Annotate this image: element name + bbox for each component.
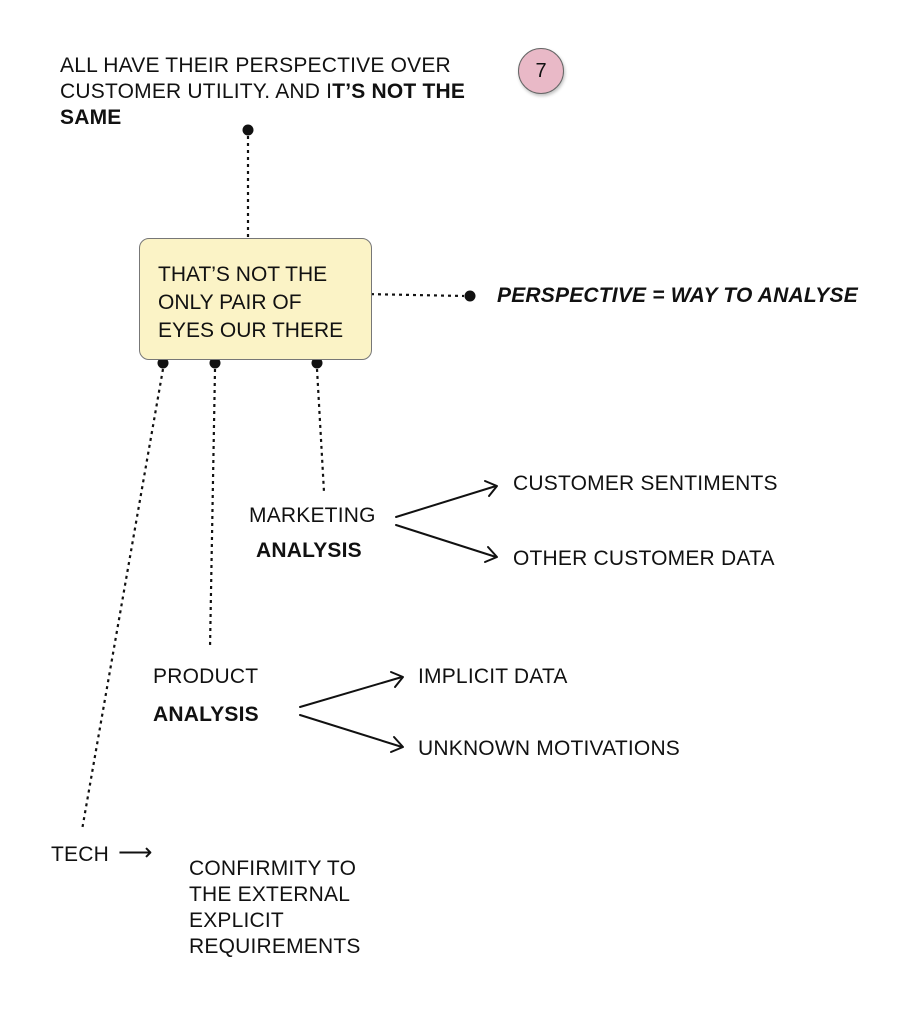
marketing-arrowhead-2	[484, 546, 498, 563]
header-anchor-dot	[242, 124, 254, 136]
product-connector	[208, 368, 217, 649]
perspective-connector	[363, 292, 465, 298]
central-note-line-3: EYES OUR THERE	[158, 319, 344, 342]
marketing-analysis-label: ANALYSIS	[256, 539, 362, 562]
product-output-2: UNKNOWN MOTIVATIONS	[418, 737, 681, 760]
marketing-output-1: CUSTOMER SENTIMENTS	[513, 472, 778, 495]
tech-output-line-3: EXPLICIT	[189, 909, 284, 932]
product-anchor-dot	[209, 357, 221, 369]
tech-label: TECH	[51, 843, 109, 866]
tech-arrow-icon: ⟶	[118, 839, 153, 866]
header-note-line-3: SAME	[60, 106, 122, 129]
product-arrowhead-2	[390, 736, 404, 753]
header-note-line-2: CUSTOMER UTILITY. AND IT’S NOT THE	[60, 79, 465, 105]
product-arrow-1	[299, 676, 403, 708]
tech-output-line-4: REQUIREMENTS	[189, 935, 361, 958]
tech-output-line-1: CONFIRMITY TO	[189, 857, 357, 880]
marketing-label: MARKETING	[249, 504, 376, 527]
tech-anchor-dot	[157, 357, 169, 369]
product-analysis-label: ANALYSIS	[153, 703, 259, 726]
marketing-connector	[315, 368, 326, 493]
central-sticky-note: THAT’S NOT THE ONLY PAIR OF EYES OUR THE…	[139, 238, 372, 360]
tech-output-line-2: THE EXTERNAL	[189, 883, 351, 906]
header-note-line-2-plain: CUSTOMER UTILITY. AND I	[60, 80, 333, 103]
header-note-line-1: ALL HAVE THEIR PERSPECTIVE OVER	[60, 54, 451, 77]
central-note-line-1: THAT’S NOT THE	[158, 263, 328, 286]
central-note-text: THAT’S NOT THE ONLY PAIR OF EYES OUR THE…	[158, 261, 343, 345]
header-note-line-2-bold: T’S NOT THE	[332, 80, 466, 103]
product-arrow-2	[299, 714, 403, 748]
product-output-1: IMPLICIT DATA	[418, 665, 568, 688]
marketing-arrow-1	[395, 485, 497, 518]
perspective-label: PERSPECTIVE = WAY TO ANALYSE	[497, 284, 858, 307]
marketing-arrow-2	[395, 524, 497, 558]
perspective-anchor-dot	[464, 290, 476, 302]
marketing-arrowhead-1	[484, 480, 498, 497]
marketing-output-2: OTHER CUSTOMER DATA	[513, 547, 775, 570]
step-number-badge: 7	[518, 48, 564, 94]
marketing-anchor-dot	[311, 357, 323, 369]
central-note-line-2: ONLY PAIR OF	[158, 291, 302, 314]
product-arrowhead-1	[390, 671, 404, 688]
tech-connector	[80, 368, 165, 831]
product-label: PRODUCT	[153, 665, 259, 688]
